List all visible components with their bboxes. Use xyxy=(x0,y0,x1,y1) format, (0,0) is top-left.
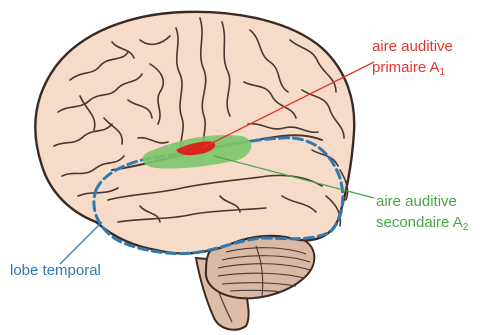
primary-auditory-area-label: aire auditive primaire A1 xyxy=(372,36,453,78)
primary-label-line1: aire auditive xyxy=(372,36,453,57)
temporal-lobe-leader-line xyxy=(60,222,102,264)
primary-label-line2: primaire A1 xyxy=(372,57,453,78)
secondary-label-name: secondaire A xyxy=(376,214,463,231)
cerebrum xyxy=(35,12,354,254)
primary-label-subscript: 1 xyxy=(440,67,446,78)
secondary-label-subscript: 2 xyxy=(463,222,469,233)
secondary-auditory-area-label: aire auditive secondaire A2 xyxy=(376,191,468,233)
secondary-label-line1: aire auditive xyxy=(376,191,468,212)
primary-label-name: primaire A xyxy=(372,59,440,76)
temporal-label-text: lobe temporal xyxy=(10,262,101,279)
secondary-label-line2: secondaire A2 xyxy=(376,212,468,233)
temporal-lobe-label: lobe temporal xyxy=(10,260,101,281)
